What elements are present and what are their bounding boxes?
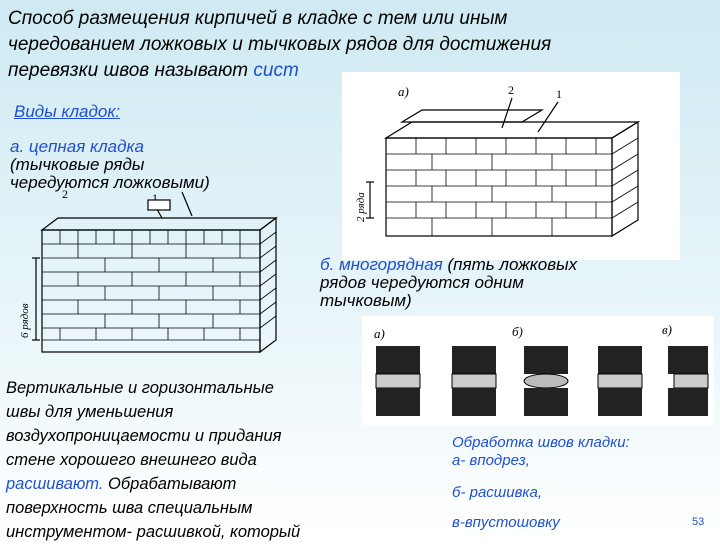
header-line-1: Способ размещения кирпичей в кладке с те…: [8, 8, 508, 29]
side-face: [259, 216, 277, 354]
chain-title: а. цепная кладка: [10, 137, 144, 156]
body-line-5-text: Обрабатывают: [103, 475, 237, 493]
body-line-4: стене хорошего внешнего вида: [6, 451, 257, 469]
leader-line: [501, 97, 513, 129]
multi-row-line-2: рядов чередуются одним: [320, 273, 524, 292]
joint-finishing-drawing: а) б) в): [374, 322, 709, 416]
top-figure-side-label: 2 ряда: [355, 192, 367, 222]
body-line-2: швы для уменьшения: [6, 403, 174, 421]
joints-caption-2: а- вподрез,: [452, 452, 530, 469]
header-line-2: чередованием ложковых и тычковых рядов д…: [8, 34, 552, 55]
joint-b-label: б): [512, 324, 523, 339]
header-line-3-text: перевязки швов называют: [8, 60, 254, 81]
header-line-3-term: сист: [253, 60, 299, 81]
joint-b2-section: [597, 346, 643, 416]
front-face: [41, 229, 261, 353]
multi-row-line-1: б. многорядная (пять ложковых: [320, 256, 577, 274]
side-face: [611, 120, 639, 238]
body-line-5: расшивают. Обрабатывают: [6, 472, 236, 496]
joint-a2-section: [451, 346, 497, 416]
multi-row-title: б. многорядная: [320, 255, 443, 274]
left-figure-num1: 1: [152, 191, 158, 205]
top-step-surface: [399, 109, 545, 123]
joint-a-label: а): [374, 326, 385, 341]
top-surface: [383, 121, 641, 139]
side-face-joints: [611, 137, 639, 219]
multi-row-masonry-drawing: 1 2 6 рядов: [19, 190, 278, 354]
joint-c-label: в): [662, 322, 672, 337]
types-title: Виды кладок:: [14, 102, 121, 121]
joints-caption-4: в-впустошовку: [452, 514, 560, 531]
page-number: 53: [692, 516, 705, 528]
multi-row-desc: (пять ложковых: [442, 255, 578, 274]
left-figure-side-label: 6 рядов: [19, 303, 31, 338]
joint-b-section: [523, 346, 569, 416]
body-line-3: воздухопроницаемости и придания: [6, 427, 282, 445]
chain-desc-1: (тычковые ряды: [10, 155, 145, 174]
top-figure-num2: 2: [508, 83, 514, 97]
multi-row-line-3: тычковым): [320, 291, 412, 310]
side-face-joints: [259, 231, 277, 329]
front-face-joints: [386, 138, 612, 236]
body-line-7: инструментом- расшивкой, который: [6, 523, 301, 541]
top-surface: [40, 217, 278, 231]
joints-caption-1: Обработка швов кладки:: [452, 434, 630, 451]
chain-desc-2: чередуются ложковыми): [10, 173, 210, 192]
body-line-6: поверхность шва специальным: [6, 499, 253, 517]
top-figure-label: а): [398, 84, 409, 99]
leader-line: [181, 191, 193, 217]
leader-line: [537, 101, 559, 133]
loose-brick: [147, 199, 171, 211]
header-line-3: перевязки швов называют сист: [8, 58, 299, 84]
joints-caption-3: б- расшивка,: [452, 484, 542, 501]
joint-a-section: [375, 346, 421, 416]
front-face: [385, 137, 613, 237]
front-face-joints: [42, 230, 260, 341]
left-figure-num2: 2: [62, 190, 68, 201]
body-line-1: Вертикальные и горизонтальные: [6, 379, 274, 397]
top-figure-num1: 1: [556, 87, 562, 101]
body-term: расшивают.: [6, 475, 104, 493]
joint-c-section: [668, 346, 709, 416]
chain-masonry-drawing: а) 2 1 2 ряда: [355, 83, 641, 238]
